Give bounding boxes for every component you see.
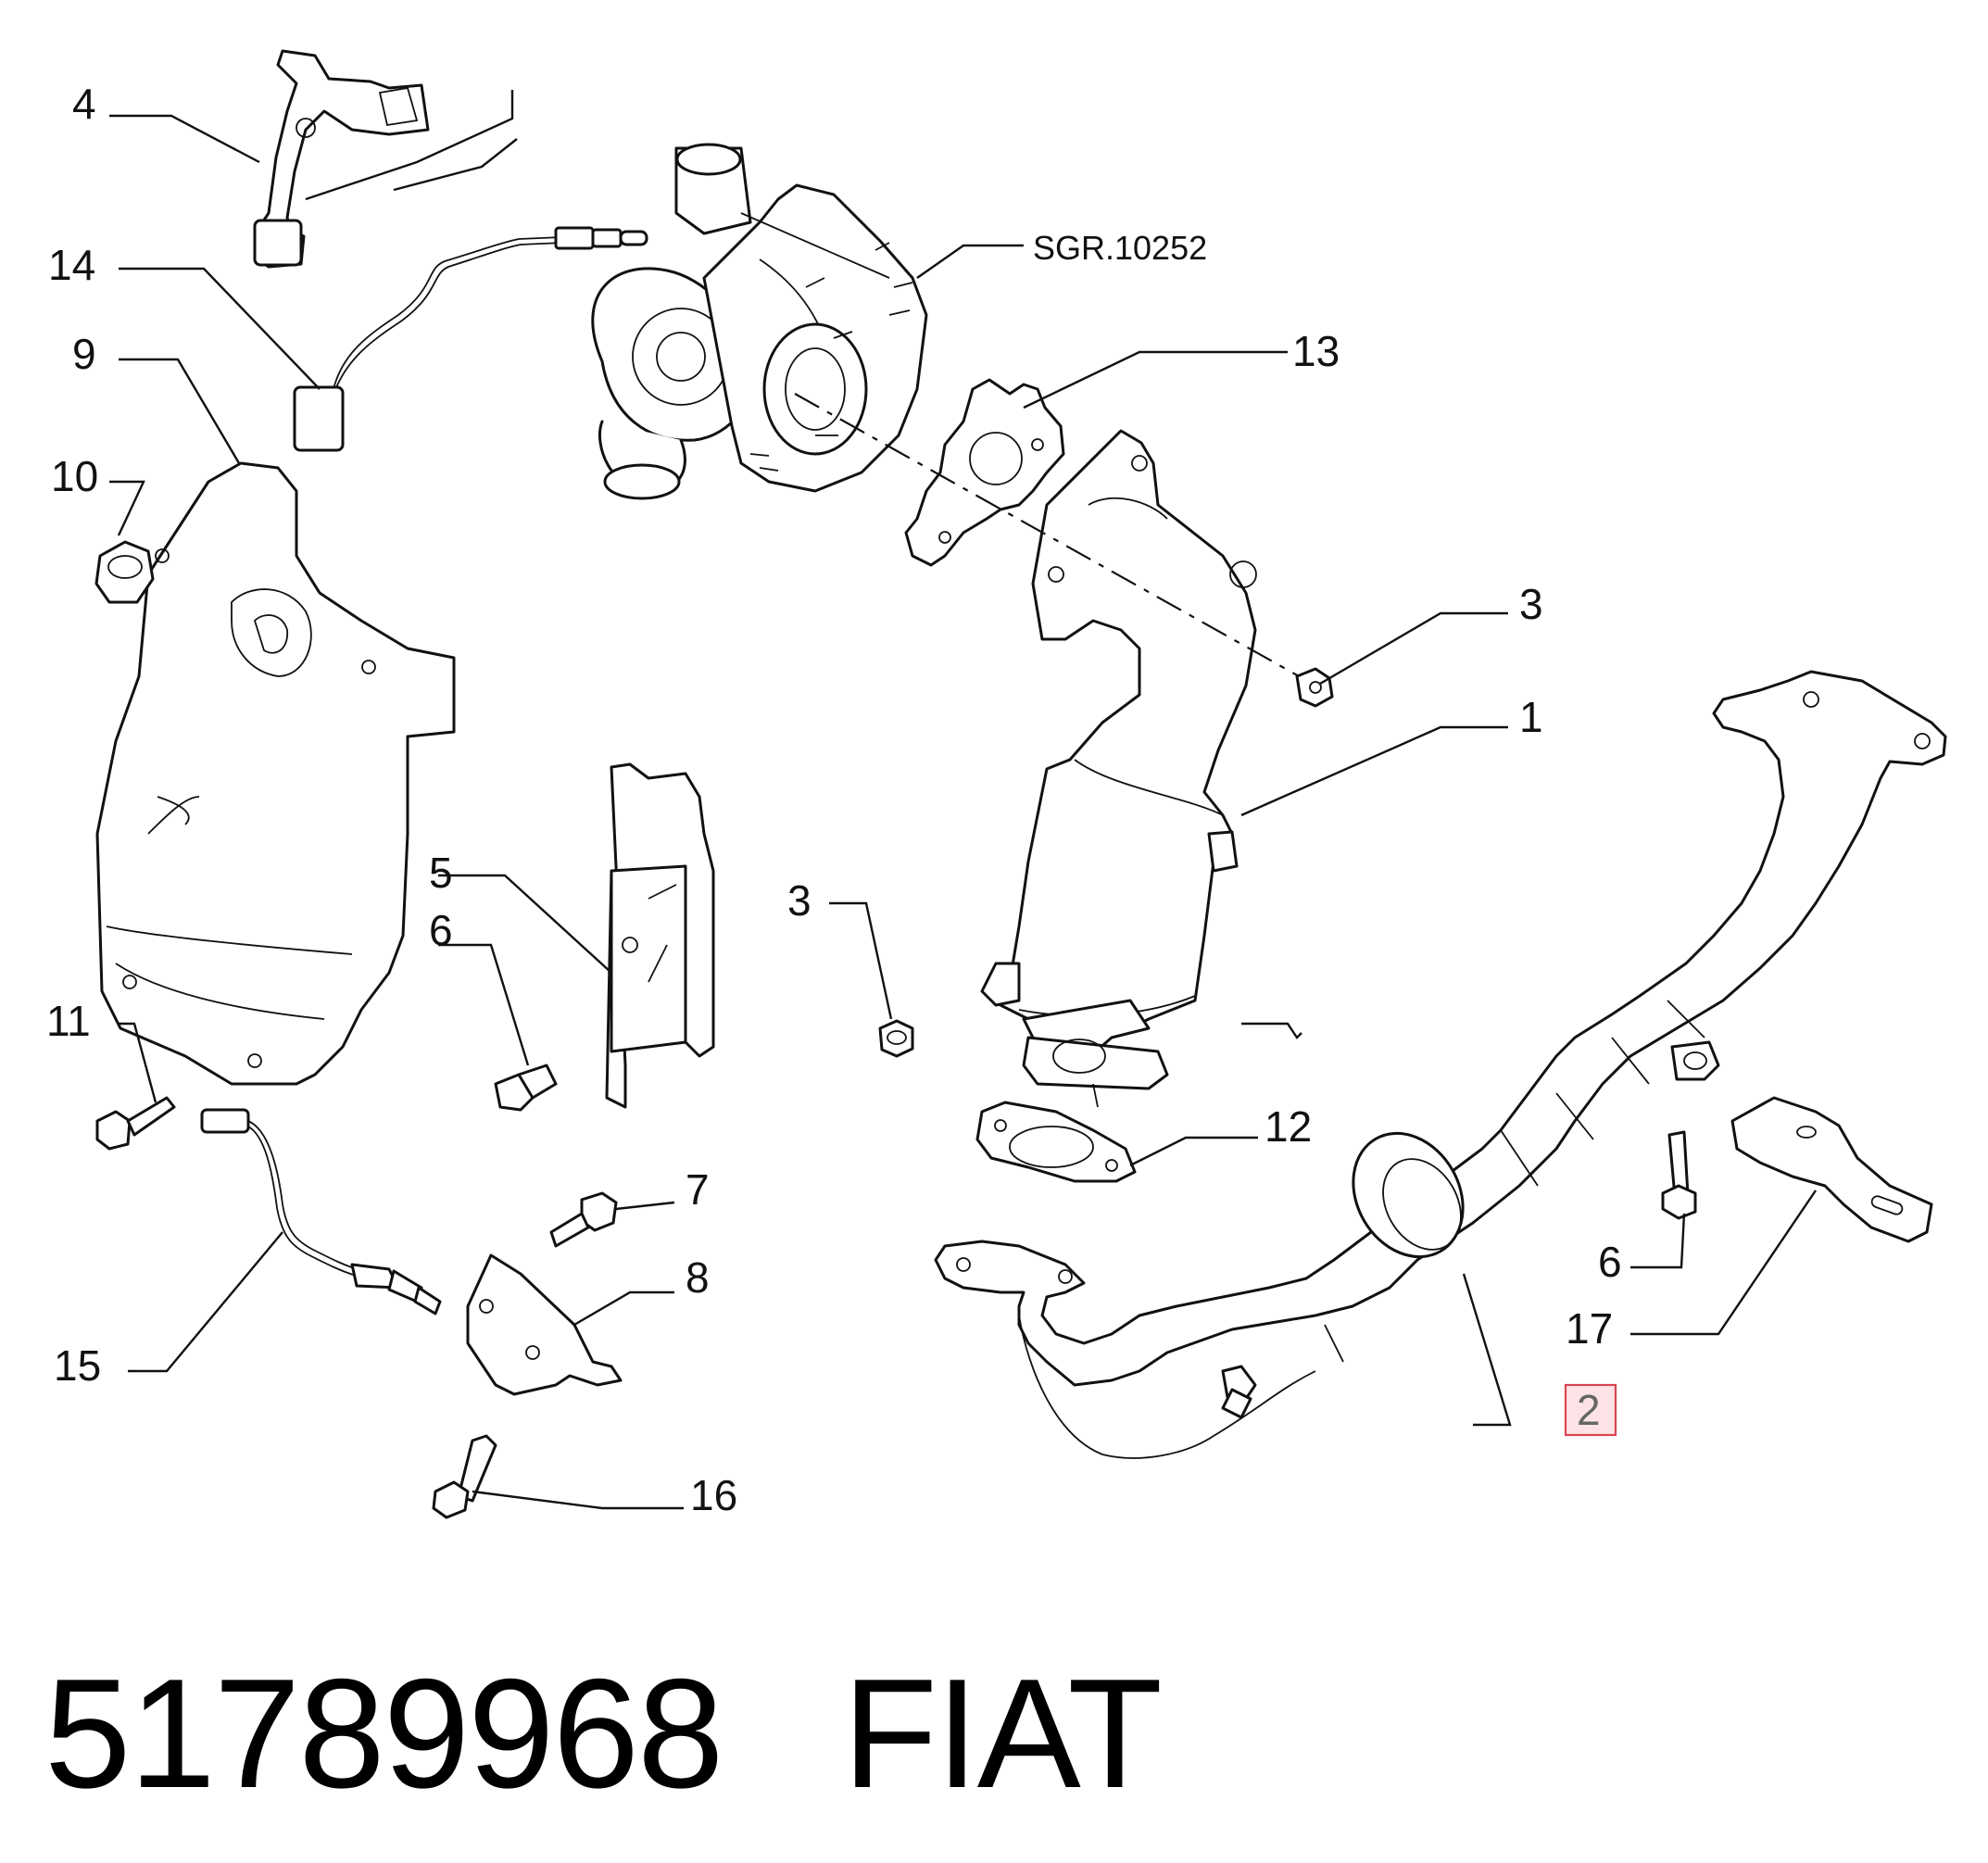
part-9-heat-shield [95,461,456,1086]
callout-9: 9 [72,330,96,378]
callout-11: 11 [46,997,91,1045]
part-4-bracket [253,49,430,269]
part-3-nut-upper [1295,667,1334,708]
callout-17: 17 [1566,1304,1613,1353]
callout-sgr-reference: SGR.10252 [1033,229,1207,267]
part-3-nut-lower [878,1019,914,1058]
callout-5: 5 [429,849,453,897]
callout-2: 2 [1577,1386,1601,1434]
leader-lines [109,90,1817,1510]
part-6-bolt-right [1661,1130,1697,1220]
callout-labels: 4 14 9 10 5 6 3 11 15 7 8 16 12 13 SGR.1… [46,80,1622,1519]
callout-1: 1 [1519,693,1543,741]
part-16-bolt [432,1434,497,1519]
part-14-oxygen-sensor [293,226,648,452]
callout-7: 7 [686,1165,710,1214]
part-2-front-pipe [934,670,1947,1459]
part-1-catalytic-converter [980,429,1257,1108]
callout-4: 4 [72,80,96,128]
part-11-bolt [95,1096,176,1151]
callout-8: 8 [686,1253,710,1302]
callout-16: 16 [690,1471,737,1519]
callout-3-lower: 3 [787,876,812,925]
part-8-bracket [466,1253,623,1396]
callout-6-right: 6 [1598,1238,1622,1286]
part-10-nut [94,540,155,604]
part-15-oxygen-sensor [200,1108,442,1315]
turbocharger-reference [591,143,928,500]
part-17-bracket [1730,1096,1933,1243]
part-12-gasket [975,1101,1137,1183]
callout-15: 15 [54,1341,101,1390]
alignment-line [794,393,1316,686]
callout-13: 13 [1292,327,1340,375]
part-number: 51789968 [44,1646,723,1820]
brand-name: FIAT [842,1646,1163,1820]
callout-10: 10 [51,452,98,500]
part-13-gasket [904,378,1065,567]
callout-2-highlight [1564,1383,1617,1437]
part-5-bracket [605,762,715,1109]
part-6-bolt-left [494,1064,558,1112]
callout-14: 14 [48,241,95,289]
callout-6-left: 6 [429,906,453,954]
callout-3-upper: 3 [1519,580,1543,628]
part-7-bolt [549,1191,618,1248]
part-caption: 51789968 FIAT [44,1644,1281,1823]
callout-12: 12 [1265,1102,1312,1151]
